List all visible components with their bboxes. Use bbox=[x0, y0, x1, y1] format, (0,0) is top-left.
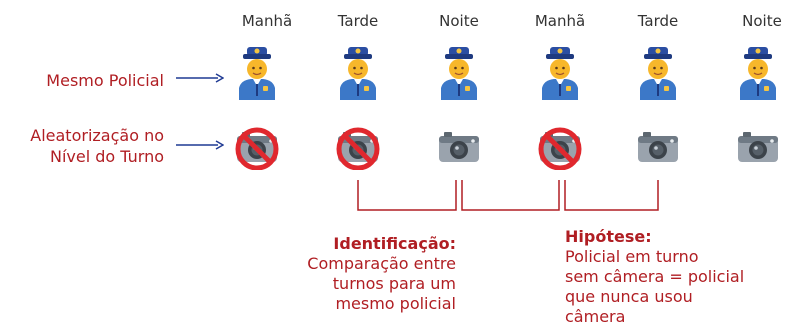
hypothesis-title: Hipótese: bbox=[565, 227, 652, 246]
identification-line-1: Comparação entre bbox=[307, 254, 456, 273]
row-label-officer: Mesmo Policial bbox=[46, 70, 164, 91]
shift-label-1: Manhã bbox=[241, 12, 293, 30]
hypothesis-line-4: câmera bbox=[565, 307, 626, 326]
randomization-row-text-2: Nível do Turno bbox=[50, 147, 164, 166]
hypothesis-line-2: sem câmera = policial bbox=[565, 267, 745, 286]
shift-label-3: Noite bbox=[439, 12, 479, 30]
officer-row-arrow-icon bbox=[176, 73, 224, 83]
officer-row-text: Mesmo Policial bbox=[46, 71, 164, 90]
hypothesis-note: Hipótese: Policial em turno sem câmera =… bbox=[565, 227, 775, 327]
shift-label-5: Tarde bbox=[637, 12, 679, 30]
row-label-randomization: Aleatorização no Nível do Turno bbox=[30, 125, 164, 167]
shift-label-2: Tarde bbox=[337, 12, 379, 30]
randomization-row-text-1: Aleatorização no bbox=[30, 126, 164, 145]
identification-line-3: mesmo policial bbox=[335, 294, 456, 313]
identification-title: Identificação: bbox=[333, 234, 456, 253]
shift-label-4: Manhã bbox=[534, 12, 586, 30]
identification-bracket bbox=[357, 180, 457, 211]
identification-line-2: turnos para um bbox=[332, 274, 456, 293]
randomization-row-arrow-icon bbox=[176, 140, 224, 150]
hypothesis-bracket-right bbox=[564, 180, 659, 211]
shift-label-6: Noite bbox=[742, 12, 782, 30]
hypothesis-line-3: que nunca usou bbox=[565, 287, 693, 306]
hypothesis-bracket-left bbox=[461, 180, 560, 211]
hypothesis-line-1: Policial em turno bbox=[565, 247, 699, 266]
identification-note: Identificação: Comparação entre turnos p… bbox=[256, 234, 456, 314]
